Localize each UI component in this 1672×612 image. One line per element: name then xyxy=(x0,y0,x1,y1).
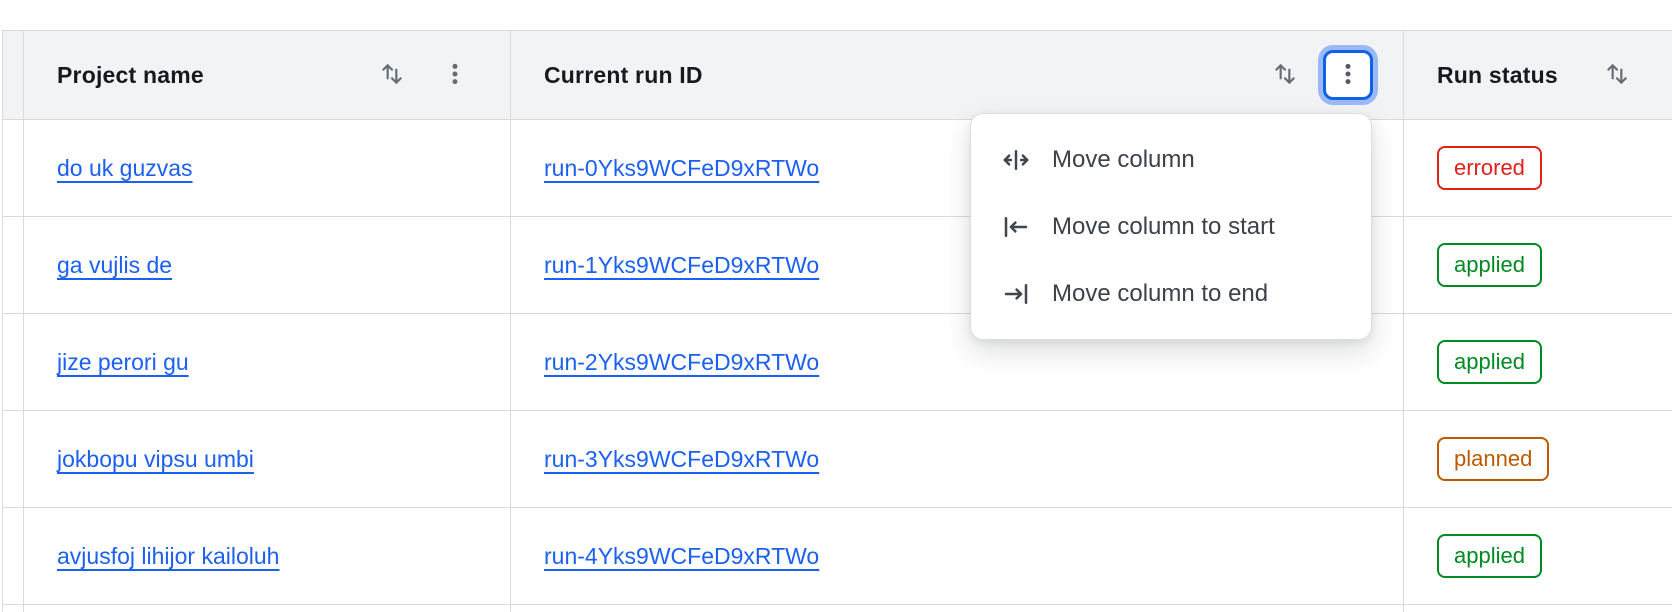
table-row-cell: applied xyxy=(1404,508,1672,605)
column-label: Current run ID xyxy=(544,61,703,88)
kebab-vertical-icon xyxy=(1335,61,1361,90)
move-column-to-end-icon xyxy=(1001,279,1031,309)
move-column-to-start-icon xyxy=(1001,212,1031,242)
status-badge: applied xyxy=(1437,534,1542,578)
table-row-cell xyxy=(24,605,511,612)
table-row-cell: run-4Yks9WCFeD9xRTWo xyxy=(511,508,1404,605)
sort-current-run-id-button[interactable] xyxy=(1260,50,1310,100)
kebab-vertical-icon xyxy=(442,61,468,90)
column-label: Project name xyxy=(57,61,204,88)
run-id-link[interactable]: run-4Yks9WCFeD9xRTWo xyxy=(544,542,820,569)
project-link[interactable]: ga vujlis de xyxy=(57,251,173,278)
partial-column-cell xyxy=(3,314,24,411)
partial-column-cell xyxy=(3,120,24,217)
menu-item-move-column-to-start[interactable]: Move column to start xyxy=(971,193,1371,260)
table-row-cell: applied xyxy=(1404,314,1672,411)
table-grid: Project name Current run ID xyxy=(3,31,1672,612)
partial-column-cell xyxy=(3,411,24,508)
status-badge: errored xyxy=(1437,146,1542,190)
table-row-cell: jokbopu vipsu umbi xyxy=(24,411,511,508)
run-id-link[interactable]: run-2Yks9WCFeD9xRTWo xyxy=(544,348,820,375)
table-row-cell: do uk guzvas xyxy=(24,120,511,217)
run-id-link[interactable]: run-1Yks9WCFeD9xRTWo xyxy=(544,251,820,278)
partial-column-cell xyxy=(3,217,24,314)
run-id-link[interactable]: run-0Yks9WCFeD9xRTWo xyxy=(544,154,820,181)
table-row-cell: ga vujlis de xyxy=(24,217,511,314)
run-id-link[interactable]: run-3Yks9WCFeD9xRTWo xyxy=(544,445,820,472)
partial-column-cell xyxy=(3,605,24,612)
column-header-current-run-id: Current run ID xyxy=(511,31,1404,120)
menu-item-label: Move column to start xyxy=(1052,212,1275,240)
table-row-cell: errored xyxy=(1404,120,1672,217)
table-row-cell: run-3Yks9WCFeD9xRTWo xyxy=(511,411,1404,508)
table-row-cell: avjusfoj lihijor kailoluh xyxy=(24,508,511,605)
swap-vertical-icon xyxy=(379,61,405,90)
move-horizontal-icon xyxy=(1001,145,1031,175)
table-row-cell: jize perori gu xyxy=(24,314,511,411)
project-link[interactable]: avjusfoj lihijor kailoluh xyxy=(57,542,280,569)
current-run-id-column-menu-button[interactable] xyxy=(1323,50,1373,100)
table-row-cell xyxy=(511,605,1404,612)
table-row-cell xyxy=(1404,605,1672,612)
header-icon-group xyxy=(1592,50,1642,100)
project-link[interactable]: do uk guzvas xyxy=(57,154,193,181)
status-badge: applied xyxy=(1437,340,1542,384)
menu-item-move-column-to-end[interactable]: Move column to end xyxy=(971,260,1371,327)
table-row-cell: planned xyxy=(1404,411,1672,508)
project-name-column-menu-button[interactable] xyxy=(430,50,480,100)
column-header-project-name: Project name xyxy=(24,31,511,120)
column-label: Run status xyxy=(1437,61,1558,88)
sort-run-status-button[interactable] xyxy=(1592,50,1642,100)
swap-vertical-icon xyxy=(1272,61,1298,90)
partial-column-header xyxy=(3,31,24,120)
column-header-run-status: Run status xyxy=(1404,31,1672,120)
partial-column-cell xyxy=(3,508,24,605)
header-icon-group xyxy=(1260,50,1373,100)
runs-table: Project name Current run ID xyxy=(2,30,1672,612)
project-link[interactable]: jize perori gu xyxy=(57,348,189,375)
status-badge: applied xyxy=(1437,243,1542,287)
table-row-cell: applied xyxy=(1404,217,1672,314)
column-actions-menu: Move column Move column to start Move co… xyxy=(970,113,1372,340)
project-link[interactable]: jokbopu vipsu umbi xyxy=(57,445,254,472)
status-badge: planned xyxy=(1437,437,1550,481)
header-icon-group xyxy=(367,50,480,100)
swap-vertical-icon xyxy=(1604,61,1630,90)
menu-item-label: Move column xyxy=(1052,145,1195,173)
sort-project-name-button[interactable] xyxy=(367,50,417,100)
menu-item-label: Move column to end xyxy=(1052,279,1269,307)
menu-item-move-column[interactable]: Move column xyxy=(971,126,1371,193)
